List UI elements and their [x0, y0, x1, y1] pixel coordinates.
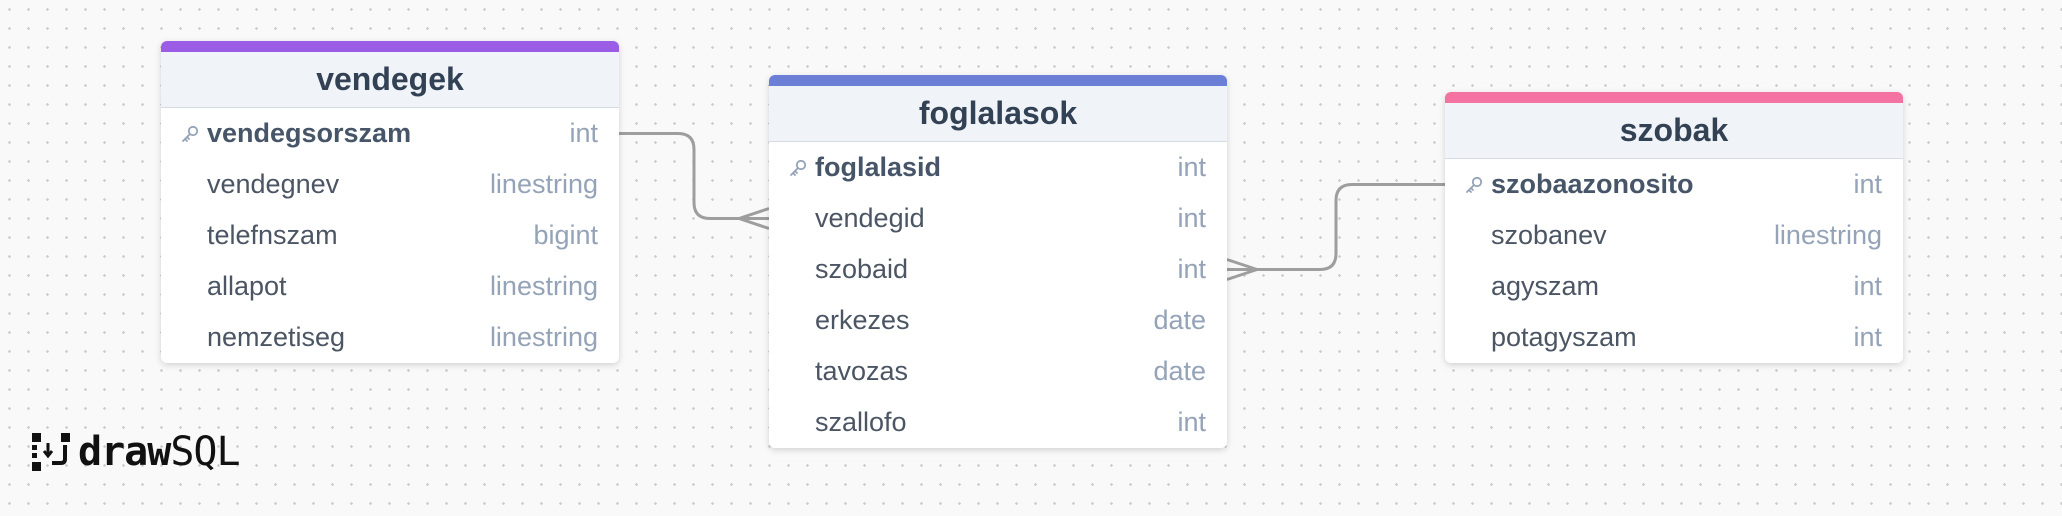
column-row[interactable]: tavozas date	[769, 346, 1227, 397]
column-type: int	[1177, 407, 1206, 437]
column-type: int	[1853, 169, 1882, 199]
table-title: vendegek	[161, 52, 619, 108]
column-name: szallofo	[815, 407, 907, 437]
column-list: foglalasid int vendegid int szobaid int erkeze…	[769, 142, 1227, 448]
table-accent-bar	[161, 41, 619, 52]
column-type: bigint	[533, 220, 598, 250]
column-row[interactable]: erkezes date	[769, 295, 1227, 346]
column-name: szobaid	[815, 254, 909, 284]
logo-text-sql: SQL	[170, 429, 240, 475]
column-name: szobanev	[1491, 220, 1607, 250]
key-icon	[788, 158, 808, 178]
table-accent-bar	[769, 75, 1227, 86]
column-type: int	[1177, 152, 1206, 182]
column-name: tavozas	[815, 356, 909, 386]
column-row[interactable]: vendegsorszam int	[161, 108, 619, 159]
column-type: linestring	[489, 169, 598, 199]
column-row[interactable]: foglalasid int	[769, 142, 1227, 193]
column-row[interactable]: szallofo int	[769, 397, 1227, 448]
column-row[interactable]: vendegnev linestring	[161, 159, 619, 210]
column-name: vendegsorszam	[207, 118, 412, 148]
key-icon	[1464, 175, 1484, 195]
table-title: foglalasok	[769, 86, 1227, 142]
column-name: nemzetiseg	[207, 322, 346, 352]
column-name: vendegid	[815, 203, 925, 233]
column-type: date	[1153, 356, 1206, 386]
table-accent-bar	[1445, 92, 1903, 103]
column-name: foglalasid	[815, 152, 942, 182]
column-type: linestring	[1773, 220, 1882, 250]
column-list: szobaazonosito int szobanev linestring agysz…	[1445, 159, 1903, 363]
relationship-line[interactable]	[619, 132, 769, 220]
column-row[interactable]: telefnszam bigint	[161, 210, 619, 261]
column-row[interactable]: nemzetiseg linestring	[161, 312, 619, 363]
column-name: potagyszam	[1491, 322, 1637, 352]
column-name: telefnszam	[207, 220, 338, 250]
crows-foot-marker	[1226, 258, 1258, 281]
key-icon	[180, 124, 200, 144]
column-list: vendegsorszam int vendegnev linestring telef…	[161, 108, 619, 363]
column-type: int	[1177, 254, 1206, 284]
column-row[interactable]: agyszam int	[1445, 261, 1903, 312]
drawsql-logo-icon	[32, 433, 70, 471]
column-name: erkezes	[815, 305, 910, 335]
column-type: linestring	[489, 271, 598, 301]
column-row[interactable]: potagyszam int	[1445, 312, 1903, 363]
column-type: int	[569, 118, 598, 148]
column-type: int	[1853, 322, 1882, 352]
column-row[interactable]: szobaazonosito int	[1445, 159, 1903, 210]
column-row[interactable]: szobaid int	[769, 244, 1227, 295]
table-szobak[interactable]: szobak szobaazonosito int szobanev linestri…	[1445, 92, 1903, 363]
table-title: szobak	[1445, 103, 1903, 159]
logo-text-draw: draw	[78, 429, 171, 475]
crows-foot-marker	[738, 207, 770, 230]
column-type: int	[1177, 203, 1206, 233]
relationship-line[interactable]	[1227, 183, 1445, 271]
table-vendegek[interactable]: vendegek vendegsorszam int vendegnev linest…	[161, 41, 619, 363]
column-type: date	[1153, 305, 1206, 335]
column-name: vendegnev	[207, 169, 340, 199]
column-type: linestring	[489, 322, 598, 352]
column-name: allapot	[207, 271, 287, 301]
column-type: int	[1853, 271, 1882, 301]
column-name: agyszam	[1491, 271, 1600, 301]
column-name: szobaazonosito	[1491, 169, 1694, 199]
column-row[interactable]: vendegid int	[769, 193, 1227, 244]
column-row[interactable]: allapot linestring	[161, 261, 619, 312]
column-row[interactable]: szobanev linestring	[1445, 210, 1903, 261]
